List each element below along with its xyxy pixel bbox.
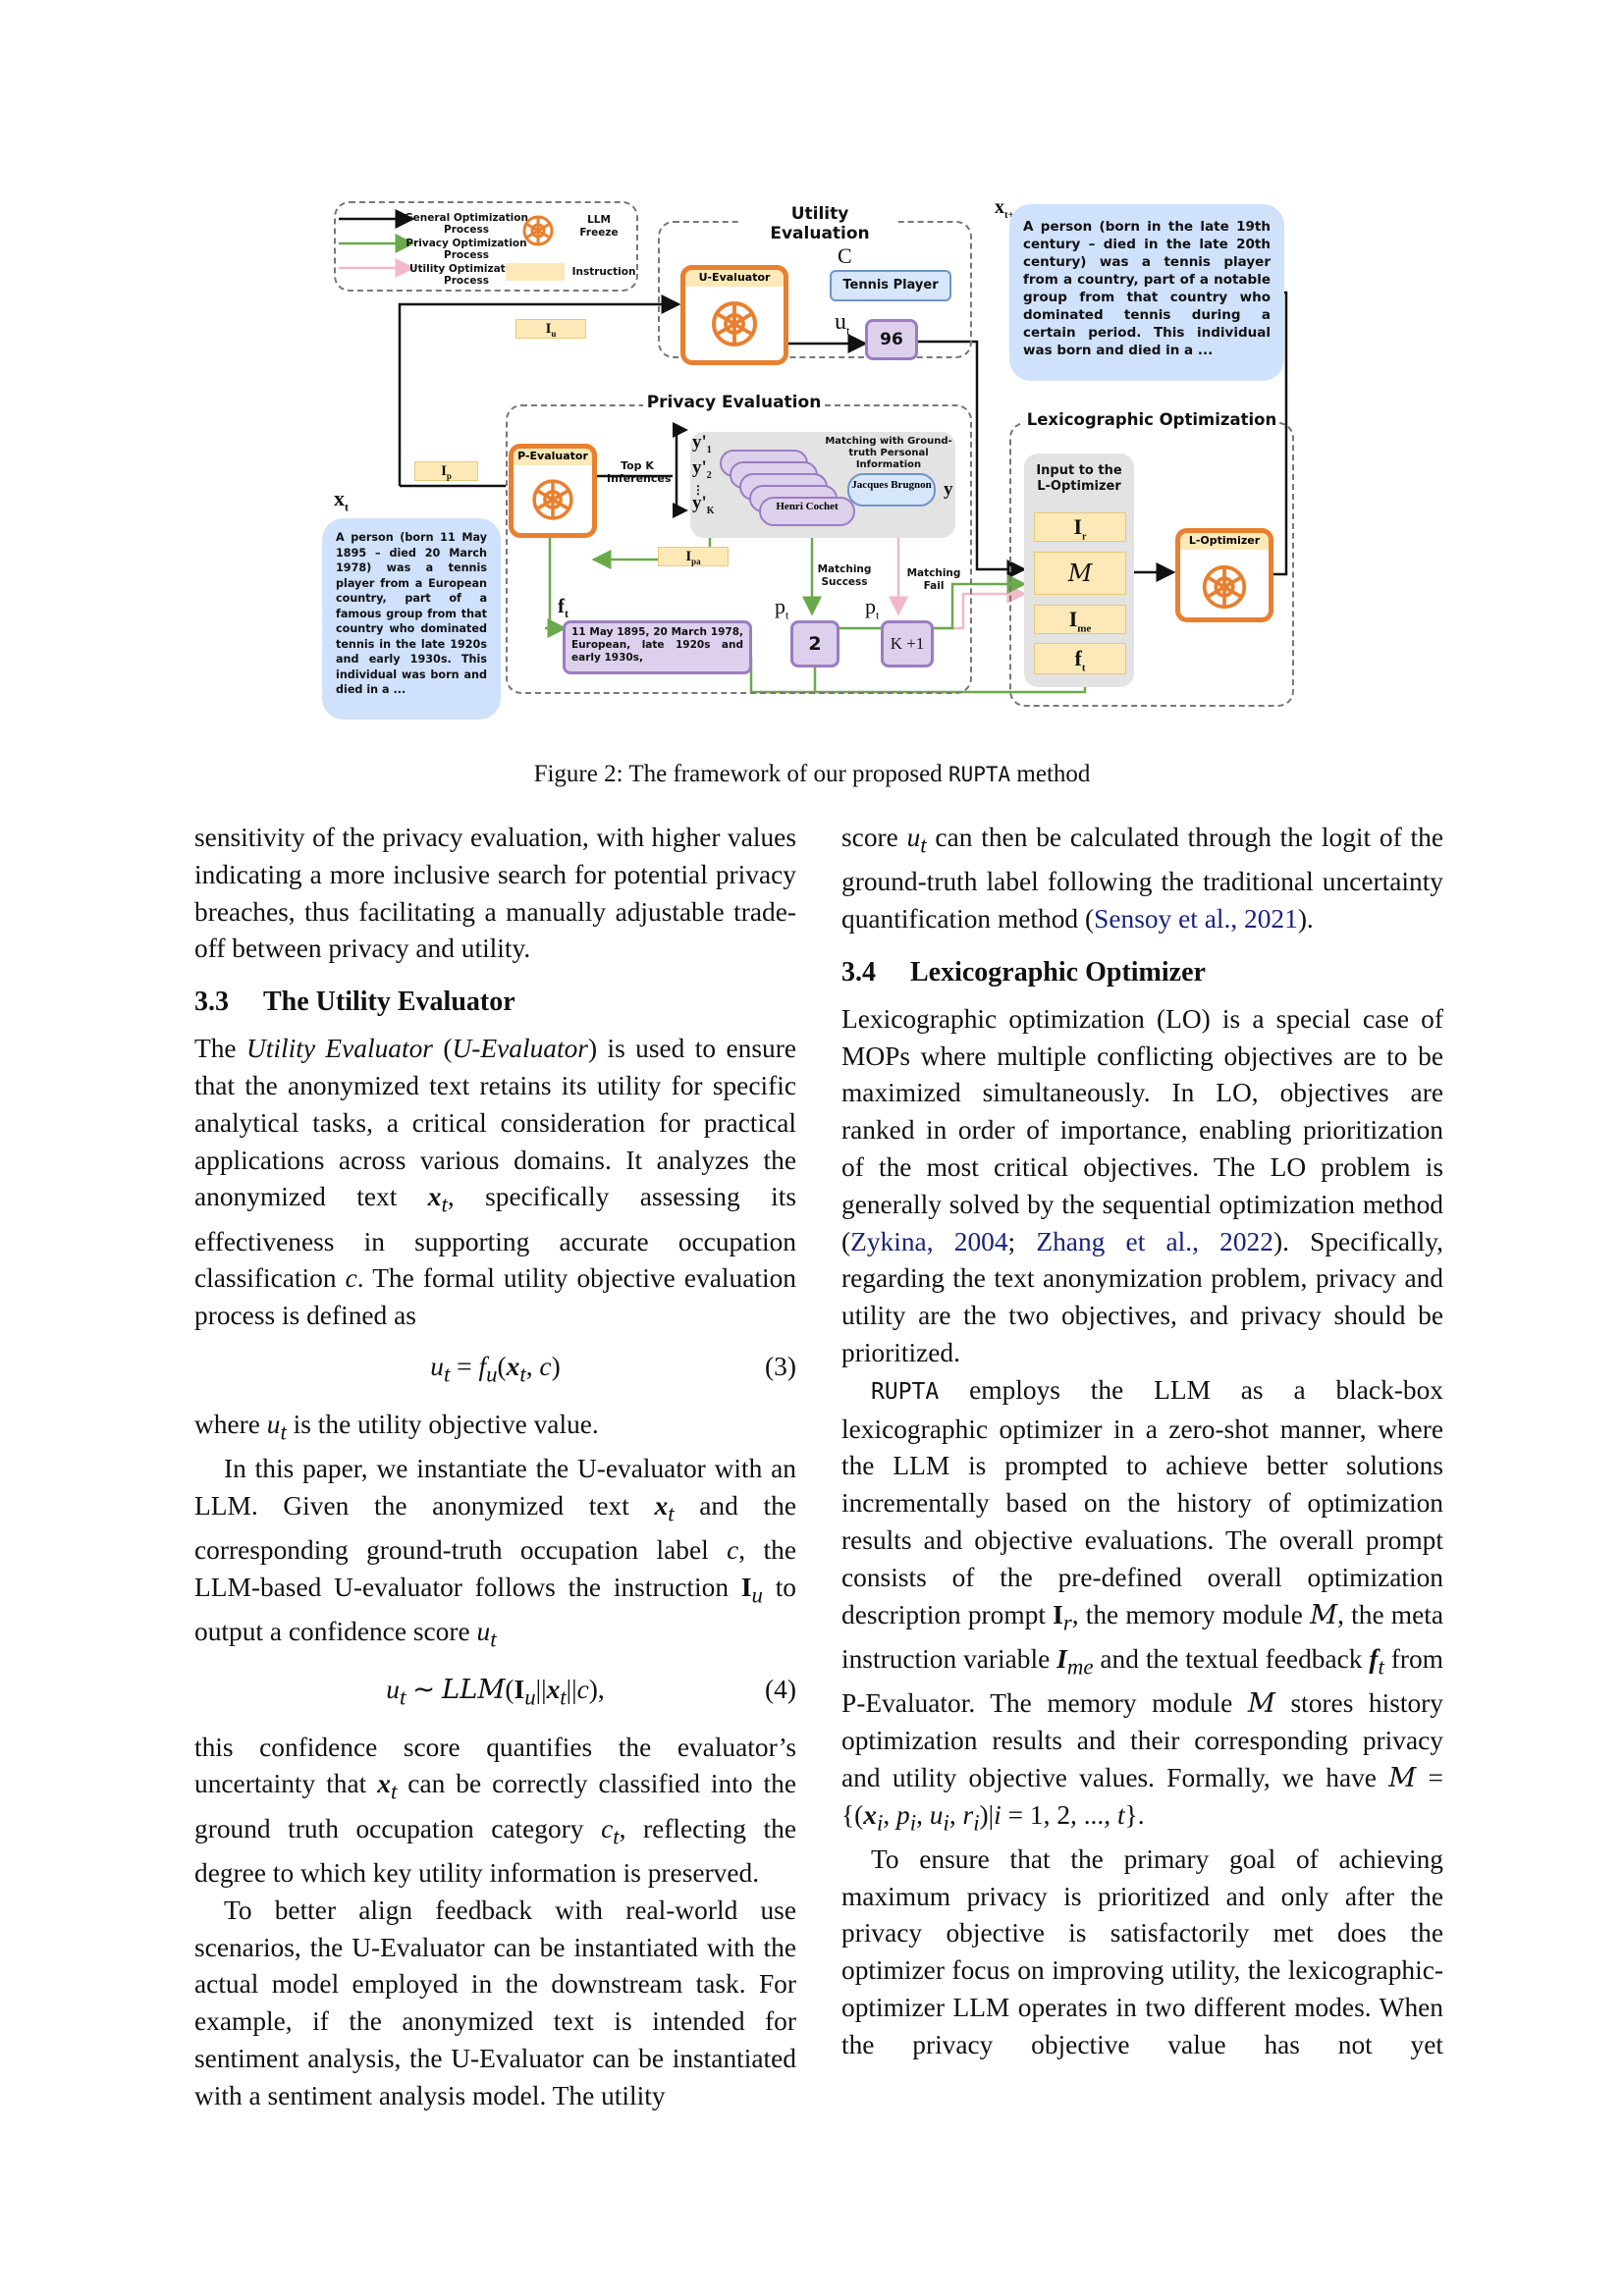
utility-score-box: 96 — [865, 319, 918, 360]
u-evaluator-box: U-Evaluator — [680, 265, 788, 365]
optimizer-input-title: Input to the L-Optimizer — [1036, 463, 1122, 494]
legend-instruction-swatch — [506, 263, 565, 281]
legend-box — [334, 201, 638, 292]
tennis-player-label: Tennis Player — [842, 278, 939, 293]
legend-instruction: Instruction — [571, 266, 636, 278]
privacy-score-fail: K +1 — [881, 620, 934, 667]
paragraph: score ut can then be calculated through … — [841, 823, 1444, 934]
p-evaluator-label: P-Evaluator — [509, 444, 597, 465]
ir-input: Ir — [1034, 512, 1126, 542]
ft-label: ft — [558, 594, 568, 621]
u-evaluator-label: U-Evaluator — [680, 265, 788, 287]
llm-icon — [532, 479, 573, 520]
privacy-score-success: 2 — [790, 620, 839, 667]
ip-instruction: Ip — [414, 461, 478, 481]
jacques-brugnon-card: Jacques Brugnon — [847, 473, 936, 507]
framework-figure: General Optimization Process Privacy Opt… — [319, 196, 1301, 726]
right-column: score ut can then be calculated through … — [841, 820, 1443, 2064]
lexicographic-title: Lexicographic Optimization — [1024, 410, 1279, 429]
memory-input: M — [1034, 552, 1126, 595]
legend-utility: Utility Optimization Process — [409, 263, 523, 287]
llm-logo-icon — [518, 211, 558, 250]
ut-label: ut — [835, 309, 850, 338]
anonymized-text-bubble: A person (born in the late 19th century … — [1009, 204, 1284, 381]
pt-label-fail: pt — [865, 594, 880, 622]
privacy-evaluation-title: Privacy Evaluation — [643, 393, 825, 412]
llm-icon — [1202, 564, 1247, 610]
xt-label: xt — [334, 486, 349, 514]
equation-3: ut = fu(xt, c)(3) — [430, 1352, 796, 1387]
paragraph: RUPTA employs the LLM as a black-box lex… — [841, 1374, 1443, 1835]
paragraph: Lexicographic optimization (LO) is a spe… — [841, 1003, 1444, 1368]
l-optimizer-label: L-Optimizer — [1175, 528, 1273, 550]
ipa-instruction: Ipa — [658, 547, 729, 566]
l-optimizer-box: L-Optimizer — [1175, 528, 1273, 622]
top-k-label: Top K Inferences — [607, 459, 672, 485]
paragraph: this confidence score quantifies the eva… — [194, 1732, 796, 1888]
y-prime-list: y'1 y'2 ⋮ y'K — [692, 432, 715, 516]
paragraph: where ut is the utility objective value. — [194, 1409, 599, 1444]
left-column: sensitivity of the privacy evaluation, w… — [194, 820, 796, 2115]
legend-privacy: Privacy Optimization Process — [406, 238, 527, 261]
ime-input: Ime — [1034, 605, 1126, 634]
tennis-player-box: Tennis Player — [830, 270, 951, 301]
matching-fail-label: Matching Fail — [906, 567, 961, 592]
original-text-bubble: A person (born 11 May 1895 – died 20 Mar… — [322, 518, 501, 720]
llm-icon — [712, 301, 757, 347]
legend-llm-freeze: LLM Freeze — [579, 214, 619, 239]
ft-input: ft — [1034, 643, 1126, 674]
matching-success-label: Matching Success — [817, 563, 872, 588]
pt-label-success: pt — [775, 594, 789, 622]
paragraph: In this paper, we instantiate the U-eval… — [194, 1453, 796, 1652]
utility-evaluation-title: Utility Evaluation — [741, 204, 898, 243]
p-evaluator-box: P-Evaluator — [509, 444, 597, 538]
figure-caption: Figure 2: The framework of our proposed … — [533, 761, 1091, 787]
y-label: y — [944, 479, 953, 500]
equation-4: ut ∼ LLM(Iu||xt||c),(4) — [386, 1675, 796, 1710]
paragraph: To better align feedback with real-world… — [194, 1895, 796, 2110]
c-label: C — [838, 243, 852, 268]
feedback-box: 11 May 1895, 20 March 1978, European, la… — [563, 620, 752, 674]
legend-general: General Optimization Process — [405, 212, 528, 236]
matching-title: Matching with Ground-truth Personal Info… — [825, 436, 952, 470]
iu-instruction: Iu — [515, 319, 586, 339]
paragraph: sensitivity of the privacy evaluation, w… — [194, 823, 796, 964]
henri-cochet-card: Henri Cochet — [759, 497, 855, 526]
paragraph: The Utility Evaluator (U-Evaluator) is u… — [194, 1034, 796, 1331]
paragraph: To ensure that the primary goal of achie… — [841, 1843, 1443, 2059]
